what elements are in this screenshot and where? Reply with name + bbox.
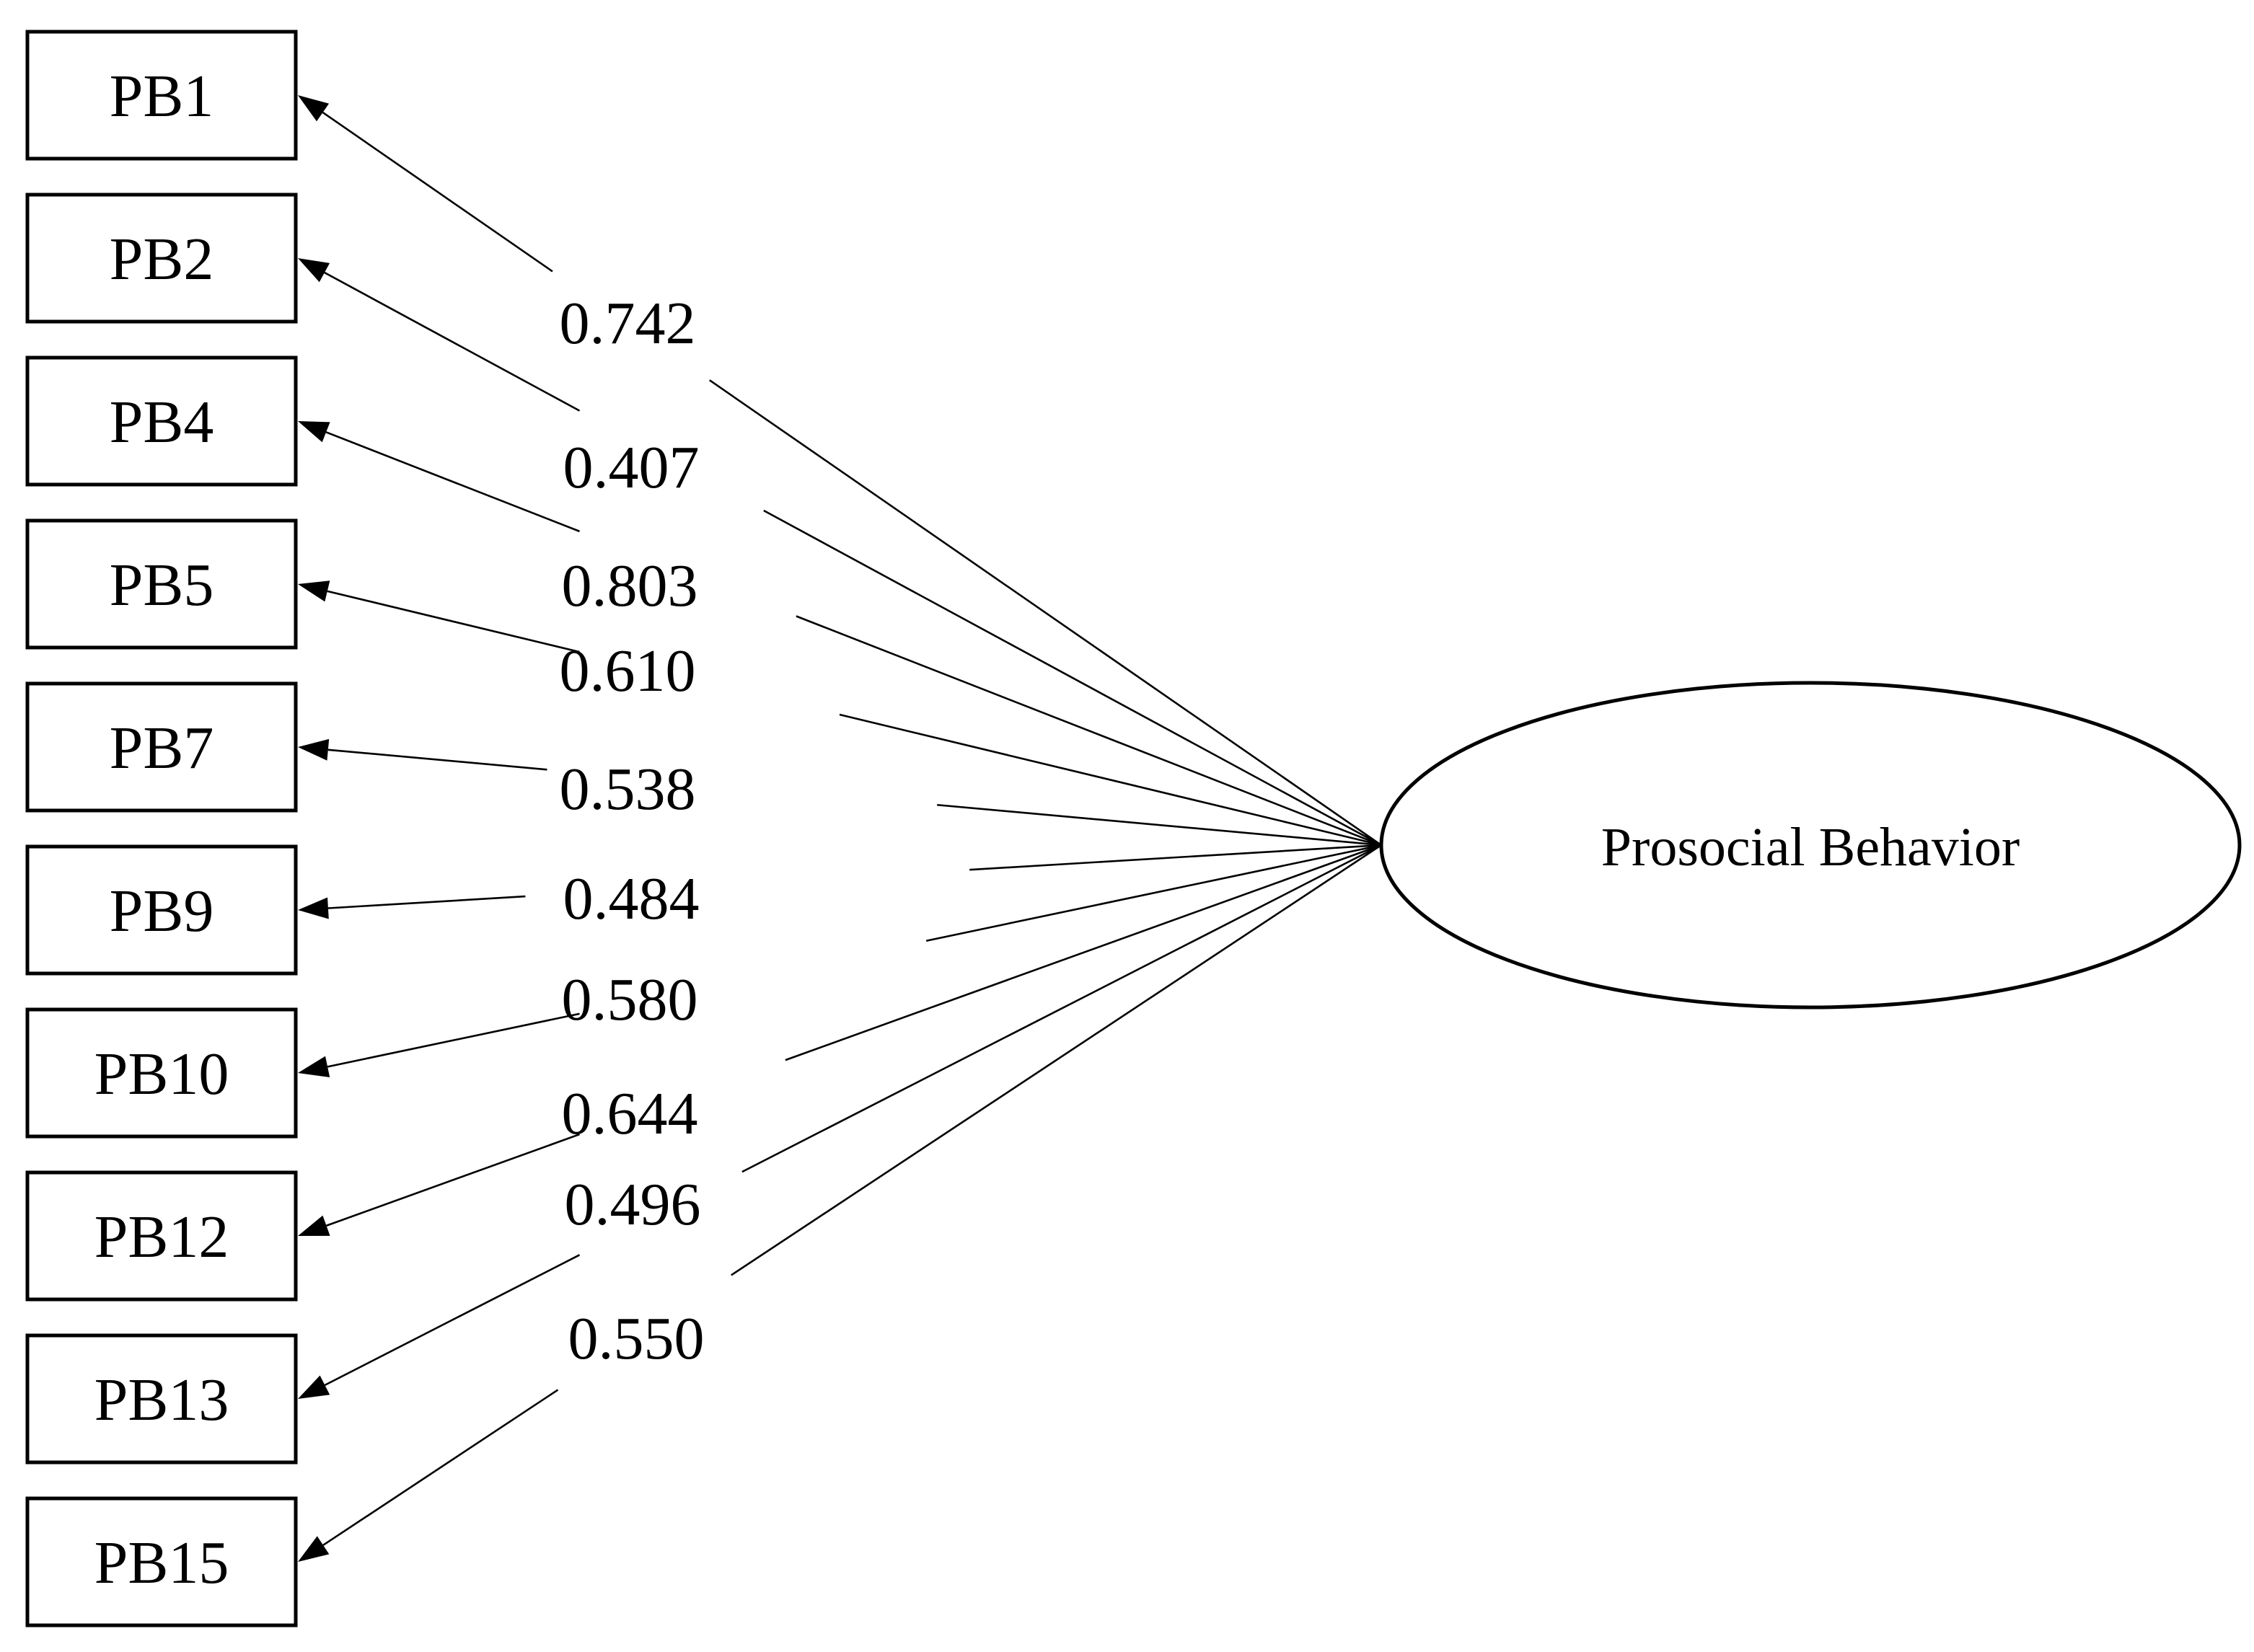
path-line-pb2-end [324, 271, 581, 412]
latent-variable: Prosocial Behavior [1379, 681, 2242, 1010]
latent-ellipse [1379, 681, 2242, 1010]
path-line-pb12-end [326, 1133, 580, 1227]
loading-label-pb9: 0.484 [563, 865, 700, 932]
arrow-head-icon [298, 1056, 330, 1078]
loading-labels: 0.742 0.407 0.803 0.610 0.538 0.484 0.580 0.644… [560, 290, 705, 1372]
path-line-pb1 [709, 379, 1382, 847]
indicator-pb9: PB9 [25, 844, 298, 976]
path-line-pb1-end [322, 111, 553, 273]
indicator-pb1: PB1 [25, 30, 298, 161]
loading-label-pb1: 0.742 [560, 290, 696, 357]
indicator-box [25, 30, 298, 161]
arrow-head-icon [298, 95, 330, 122]
indicator-box [25, 355, 298, 487]
path-line-pb10-end [327, 1012, 580, 1068]
arrow-head-icon [298, 897, 329, 919]
arrow-head-icon [298, 1375, 330, 1399]
indicator-pb5: PB5 [25, 518, 298, 650]
arrow-head-icon [298, 1215, 330, 1236]
indicator-box [25, 1007, 298, 1139]
indicator-box [25, 1333, 298, 1465]
path-line-pb13 [741, 844, 1382, 1173]
indicator-pb4: PB4 [25, 355, 298, 487]
path-line-pb2 [763, 509, 1382, 847]
path-line-pb7-end [327, 748, 547, 771]
path-line-pb12 [785, 844, 1382, 1061]
indicator-label: PB7 [110, 715, 214, 782]
loading-label-pb4: 0.803 [562, 552, 698, 619]
arrow-head-icon [298, 580, 330, 602]
indicator-box [25, 681, 298, 813]
indicator-pb15: PB15 [25, 1496, 298, 1627]
indicator-box [25, 1496, 298, 1627]
indicator-label: PB12 [94, 1203, 229, 1271]
indicator-label: PB5 [110, 552, 214, 619]
loading-label-pb5: 0.610 [560, 637, 696, 704]
path-line-pb4-end [325, 431, 580, 533]
arrow-head-icon [298, 738, 330, 761]
path-line-pb7 [937, 803, 1382, 847]
arrow-head-icon [298, 258, 330, 283]
path-line-pb9 [969, 844, 1382, 871]
indicator-pb12: PB12 [25, 1170, 298, 1302]
indicator-label: PB1 [110, 63, 214, 130]
path-line-pb9-end [327, 895, 526, 909]
loading-label-pb13: 0.496 [565, 1171, 701, 1238]
loading-label-pb10: 0.580 [562, 966, 698, 1033]
indicator-label: PB15 [94, 1529, 229, 1596]
indicator-pb7: PB7 [25, 681, 298, 813]
path-line-pb15-end [322, 1389, 559, 1546]
path-line-pb5-end [327, 590, 580, 653]
indicator-label: PB13 [94, 1366, 229, 1434]
paths-layer [298, 95, 1382, 1562]
path-line-pb10 [925, 844, 1382, 942]
latent-label: Prosocial Behavior [1601, 817, 2020, 878]
loading-label-pb2: 0.407 [563, 434, 700, 501]
indicator-pb13: PB13 [25, 1333, 298, 1465]
loading-label-pb7: 0.538 [560, 756, 696, 823]
arrow-head-icon [298, 421, 330, 443]
path-line-pb4 [796, 615, 1382, 847]
path-line-pb13-end [324, 1254, 581, 1387]
indicator-box [25, 844, 298, 976]
arrow-head-icon [298, 1536, 330, 1562]
indicator-pb2: PB2 [25, 193, 298, 324]
indicator-label: PB4 [110, 389, 214, 456]
indicator-label: PB2 [110, 226, 214, 293]
indicator-box [25, 518, 298, 650]
loading-label-pb15: 0.550 [568, 1305, 705, 1372]
loading-label-pb12: 0.644 [562, 1080, 698, 1147]
path-line-pb15 [731, 844, 1382, 1276]
indicator-label: PB10 [94, 1041, 229, 1108]
path-line-pb5 [839, 713, 1382, 847]
indicator-pb10: PB10 [25, 1007, 298, 1139]
indicator-box [25, 1170, 298, 1302]
indicator-label: PB9 [110, 878, 214, 945]
indicator-box [25, 193, 298, 324]
